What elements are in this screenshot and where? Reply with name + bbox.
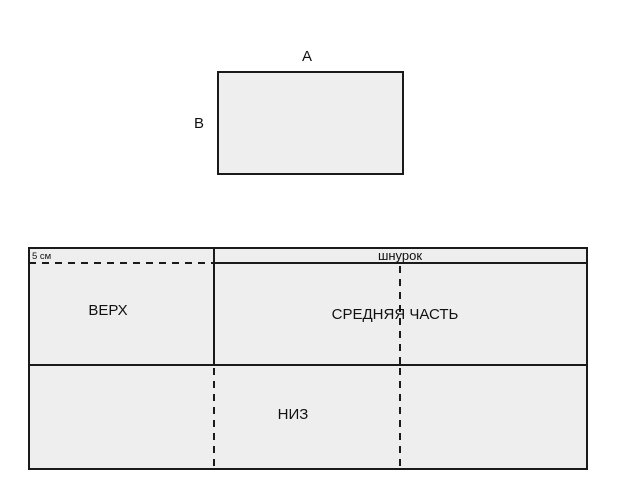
dimension-figure: A B	[194, 48, 404, 175]
bottom-part-label: НИЗ	[278, 406, 309, 423]
dimension-rectangle	[217, 71, 404, 175]
cord-label: шнурок	[378, 248, 422, 263]
top-part-label: ВЕРХ	[88, 302, 127, 319]
label-a: A	[302, 48, 312, 65]
allowance-label: 5 см	[32, 251, 51, 262]
pattern-layout: 5 см шнурок ВЕРХ СРЕДНЯЯ ЧАСТЬ НИЗ	[28, 247, 588, 470]
pattern-outer-frame	[28, 247, 588, 470]
middle-part-label: СРЕДНЯЯ ЧАСТЬ	[332, 306, 459, 323]
label-b: B	[194, 115, 204, 132]
